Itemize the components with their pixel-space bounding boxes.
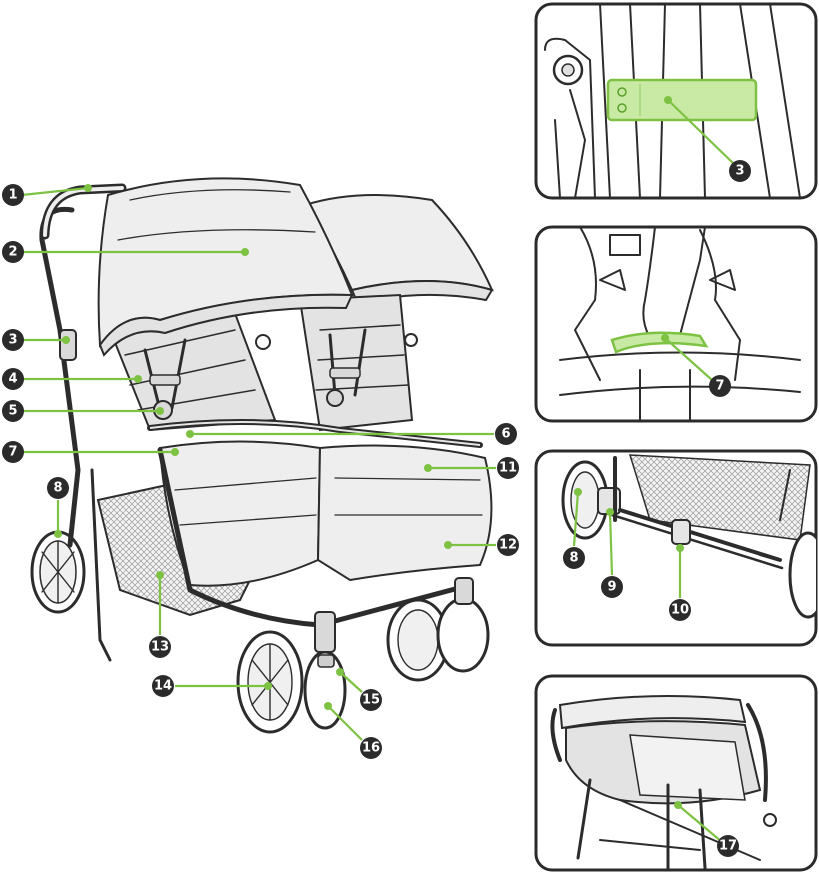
seat-right [300, 295, 412, 430]
callout-13: 13 [149, 636, 171, 658]
svg-text:4: 4 [8, 372, 17, 387]
callout-4: 4 [2, 368, 24, 390]
svg-text:8: 8 [569, 551, 578, 566]
svg-text:7: 7 [8, 445, 17, 460]
svg-text:11: 11 [499, 461, 517, 476]
panel3-callout-9: 9 [601, 576, 623, 598]
svg-text:2: 2 [8, 245, 17, 260]
svg-text:1: 1 [8, 188, 17, 203]
panel-fold-strap [536, 4, 816, 198]
callout-3: 3 [2, 329, 24, 351]
panel3-callout-10: 10 [669, 599, 691, 621]
panel-rear-pocket [536, 676, 816, 870]
svg-text:5: 5 [8, 404, 17, 419]
svg-text:7: 7 [715, 379, 724, 394]
svg-text:6: 6 [501, 427, 510, 442]
svg-text:15: 15 [362, 693, 380, 708]
callout-15: 15 [360, 689, 382, 711]
panel-bumper-bar [536, 227, 816, 421]
callout-14: 14 [152, 675, 174, 697]
svg-text:13: 13 [151, 640, 169, 655]
svg-text:3: 3 [735, 164, 744, 179]
svg-text:17: 17 [719, 839, 737, 854]
footwell-right [318, 446, 491, 580]
svg-text:9: 9 [607, 580, 616, 595]
callout-2: 2 [2, 241, 24, 263]
callout-7: 7 [2, 441, 24, 463]
callout-5: 5 [2, 400, 24, 422]
svg-text:12: 12 [499, 538, 517, 553]
svg-text:8: 8 [53, 481, 62, 496]
svg-text:16: 16 [362, 741, 380, 756]
front-wheels-left [238, 612, 345, 732]
svg-text:14: 14 [154, 679, 172, 694]
callout-6: 6 [495, 423, 517, 445]
rear-wheel-left [32, 532, 84, 612]
svg-text:3: 3 [8, 333, 17, 348]
stroller-illustration [32, 178, 492, 732]
callout-11: 11 [497, 457, 519, 479]
panel2-callout-7: 7 [709, 375, 731, 397]
callout-16: 16 [360, 737, 382, 759]
callout-12: 12 [497, 534, 519, 556]
panel3-callout-8: 8 [563, 547, 585, 569]
callout-8: 8 [47, 477, 69, 499]
panel4-callout-17: 17 [717, 835, 739, 857]
callout-1: 1 [2, 184, 24, 206]
panel1-callout-3: 3 [729, 160, 751, 182]
fold-handle [60, 330, 76, 360]
svg-text:10: 10 [671, 603, 689, 618]
